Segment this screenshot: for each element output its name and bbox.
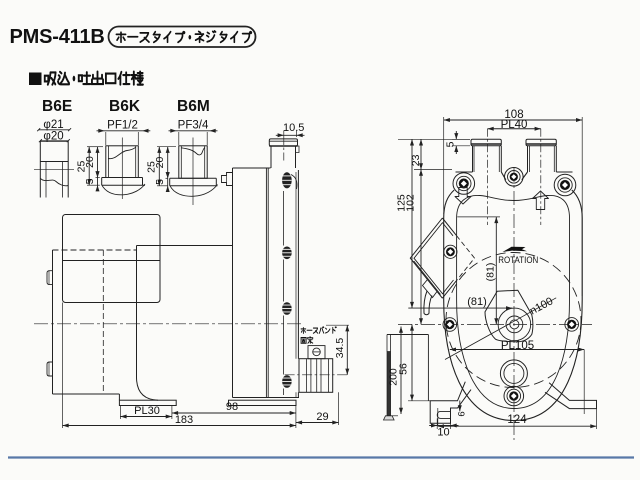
svg-text:108: 108	[504, 109, 523, 121]
svg-text:PF1/2: PF1/2	[107, 120, 138, 132]
svg-text:6: 6	[457, 411, 468, 416]
svg-text:10: 10	[437, 427, 449, 439]
svg-text:PL40: PL40	[501, 119, 528, 131]
svg-text:PL30: PL30	[134, 405, 160, 417]
svg-text:125: 125	[396, 194, 408, 212]
svg-text:20: 20	[84, 156, 96, 168]
svg-text:29: 29	[316, 411, 328, 423]
svg-text:ROTATION: ROTATION	[498, 255, 538, 266]
svg-text:10.5: 10.5	[283, 122, 304, 134]
svg-text:25: 25	[76, 161, 88, 173]
svg-text:φ21: φ21	[43, 119, 63, 131]
svg-text:124: 124	[507, 414, 527, 426]
svg-text:5: 5	[84, 178, 96, 184]
svg-text:B6K: B6K	[109, 98, 141, 115]
svg-text:5: 5	[154, 179, 166, 185]
svg-text:102: 102	[405, 194, 417, 212]
svg-text:20: 20	[154, 157, 166, 169]
svg-text:56: 56	[398, 363, 410, 375]
svg-text:25: 25	[146, 161, 158, 173]
svg-text:5: 5	[445, 141, 457, 147]
svg-text:PMS-411B: PMS-411B	[10, 26, 105, 48]
svg-text:φ20: φ20	[43, 131, 63, 143]
svg-text:PF3/4: PF3/4	[178, 120, 209, 132]
svg-text:23: 23	[410, 154, 422, 166]
svg-text:34.5: 34.5	[334, 338, 346, 359]
svg-text:B6E: B6E	[42, 98, 72, 115]
svg-text:98: 98	[226, 401, 238, 413]
svg-text:PL105: PL105	[501, 340, 534, 352]
svg-text:(81): (81)	[485, 263, 497, 282]
svg-text:B6M: B6M	[177, 98, 210, 115]
svg-text:200: 200	[388, 368, 400, 386]
svg-text:(81): (81)	[467, 296, 487, 308]
svg-text:183: 183	[175, 414, 193, 426]
